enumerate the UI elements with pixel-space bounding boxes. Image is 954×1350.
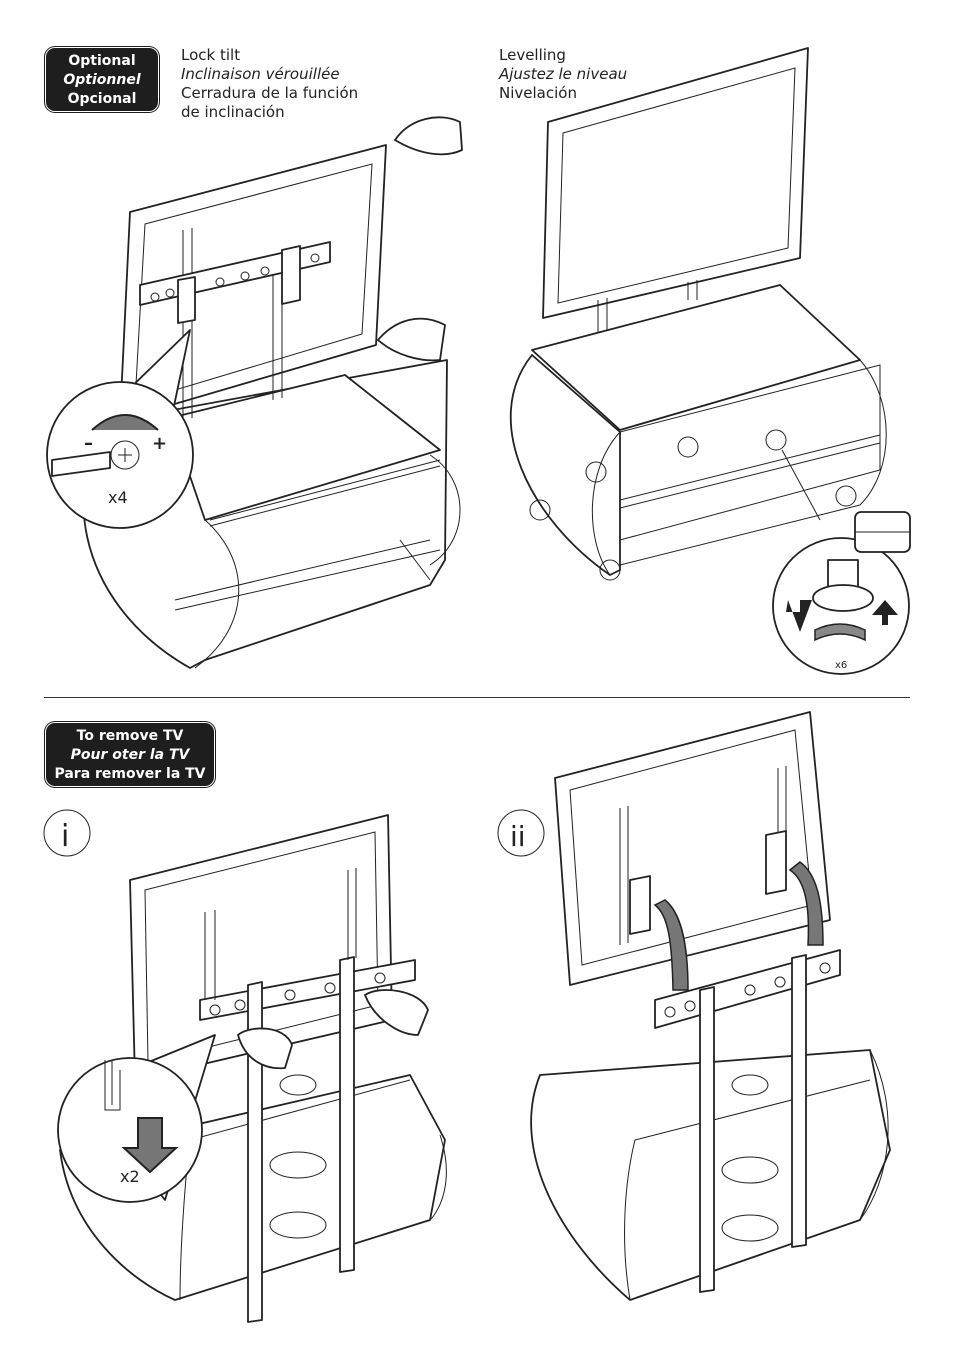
lock-tilt-caption: Lock tilt Inclinaison vérouillée Cerradu…: [181, 46, 358, 122]
badge-line-fr: Optionnel: [63, 72, 141, 88]
lock-tilt-es-2: de inclinación: [181, 103, 285, 121]
levelling-caption: Levelling Ajustez le niveau Nivelación: [499, 46, 627, 103]
lock-tilt-illustration: – + x4: [46, 116, 463, 669]
optional-badge: Optional Optionnel Opcional: [46, 48, 158, 111]
levelling-illustration: x6: [509, 47, 911, 675]
levelling-en: Levelling: [499, 46, 566, 64]
minus-sign: –: [84, 433, 93, 454]
remove-line-fr: Pour oter la TV: [70, 747, 190, 763]
lock-tilt-en: Lock tilt: [181, 46, 241, 64]
step-ii-label: ii: [510, 820, 526, 853]
badge-line-es: Opcional: [67, 91, 137, 107]
step-ii-illustration: ii: [497, 711, 891, 1301]
levelling-es: Nivelación: [499, 84, 577, 102]
step-i-label: i: [61, 819, 69, 854]
section-divider: [44, 697, 910, 698]
release-clips-count: x2: [120, 1167, 140, 1186]
badge-line-en: Optional: [68, 53, 136, 69]
lock-tilt-fr: Inclinaison vérouillée: [181, 65, 340, 83]
remove-line-es: Para remover la TV: [54, 766, 206, 782]
remove-line-en: To remove TV: [76, 728, 184, 744]
tilt-screws-count: x4: [108, 488, 128, 507]
levelling-fr: Ajustez le niveau: [499, 65, 628, 83]
plus-sign: +: [152, 433, 167, 454]
remove-tv-badge: To remove TV Pour oter la TV Para remove…: [46, 723, 214, 786]
levelling-feet-count: x6: [835, 660, 847, 671]
lock-tilt-es-1: Cerradura de la función: [181, 84, 359, 102]
step-i-illustration: i x2: [43, 809, 447, 1323]
